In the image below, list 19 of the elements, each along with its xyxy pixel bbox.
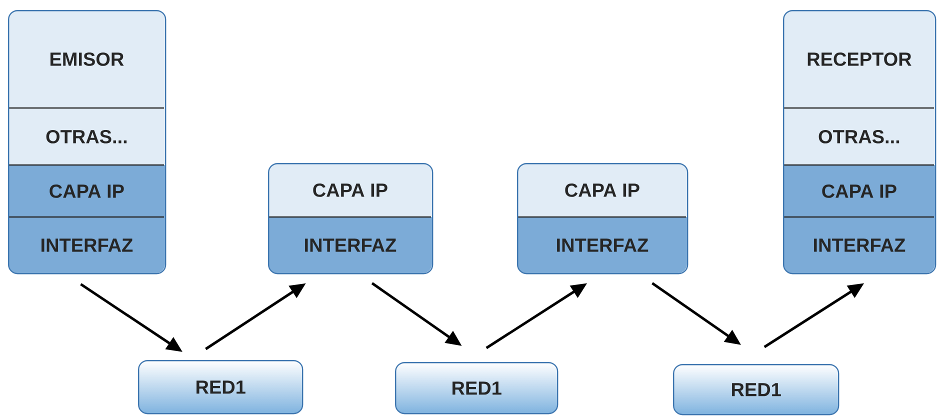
layer-band: CAPA IP [783,165,935,217]
layer-band: CAPA IP [268,163,432,217]
layer-band: CAPA IP [8,165,165,217]
stack-box [268,163,434,274]
layer-band: EMISOR [8,10,165,108]
layer-band: RECEPTOR [783,10,935,108]
layer-band: OTRAS... [783,108,935,165]
layer-band: INTERFAZ [268,217,432,273]
stack-box [517,163,688,274]
layer-band: INTERFAZ [8,217,165,273]
stack-box [783,10,936,274]
layer-band: INTERFAZ [517,217,687,273]
network-box: RED1 [673,364,840,416]
network-box: RED1 [395,362,558,414]
layer-band: INTERFAZ [783,217,935,273]
layer-band: OTRAS... [8,108,165,165]
layer-band: CAPA IP [517,163,687,217]
network-box: RED1 [138,360,304,414]
stack-box [8,10,166,274]
